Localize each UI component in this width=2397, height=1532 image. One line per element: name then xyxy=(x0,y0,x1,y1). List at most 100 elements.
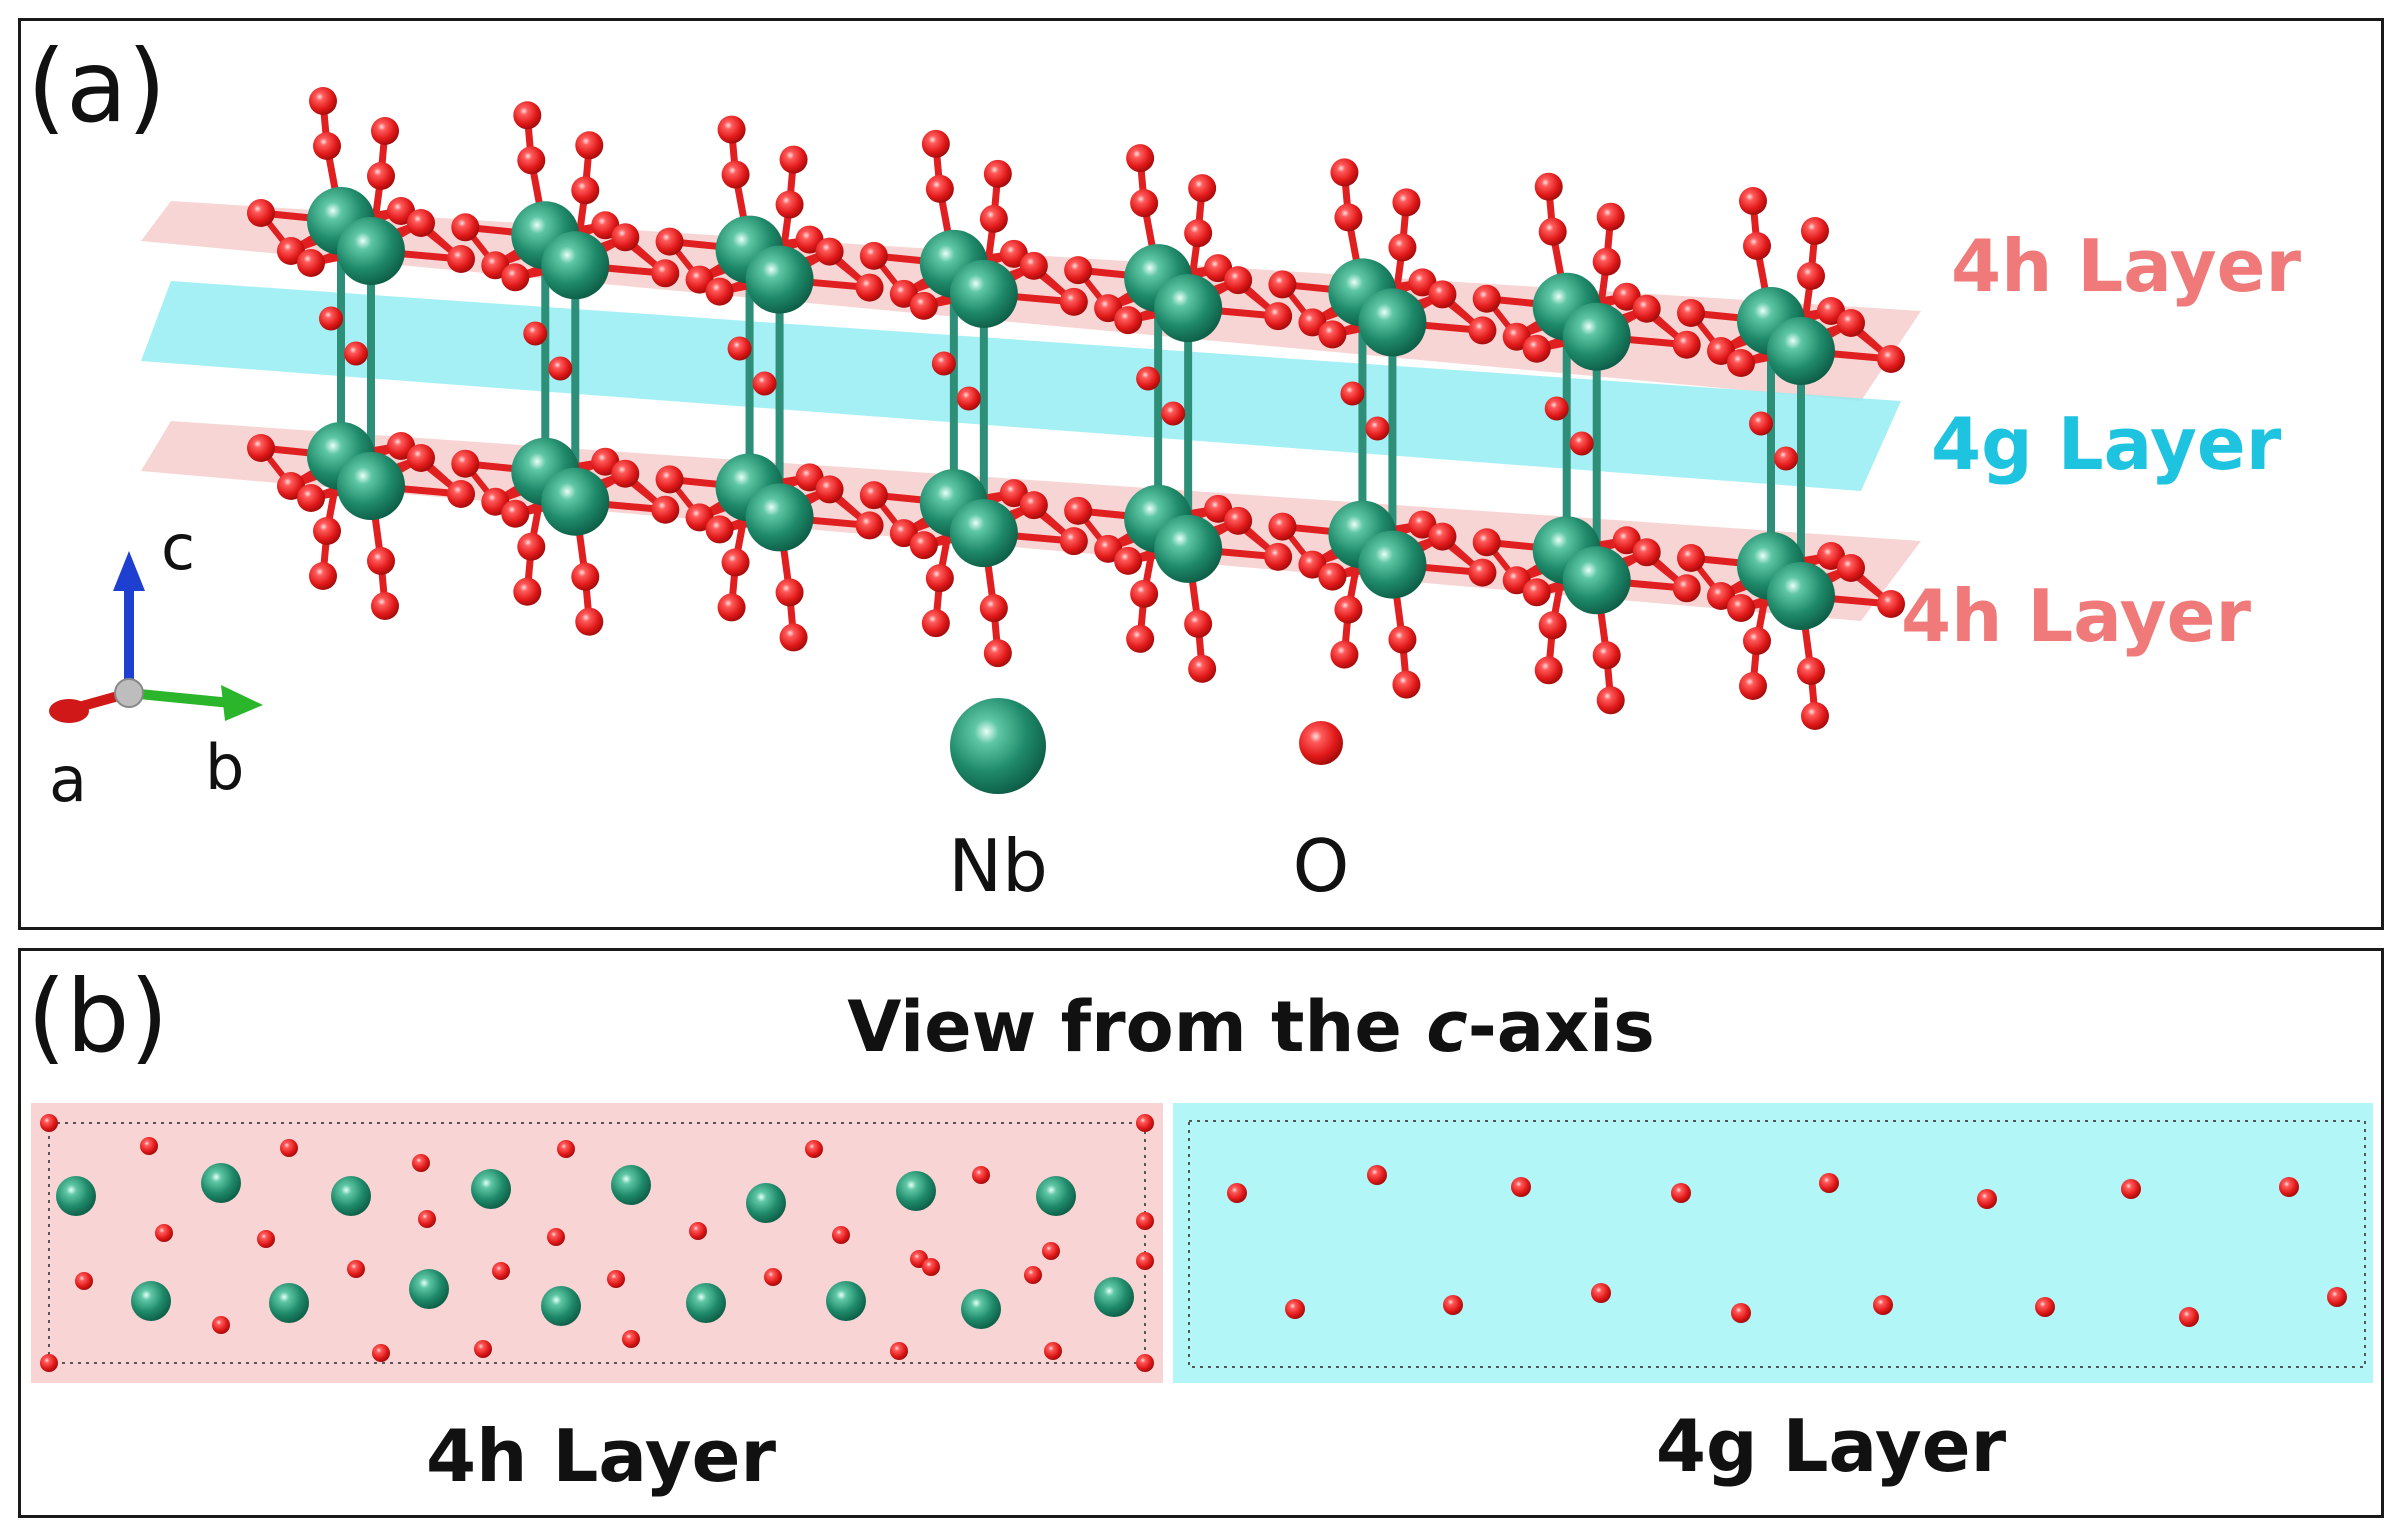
unit-cell-4h xyxy=(48,1122,1146,1364)
o-atom xyxy=(1877,590,1905,618)
o-atom xyxy=(1671,1183,1691,1203)
o-atom xyxy=(1318,562,1347,591)
o-atom xyxy=(501,263,530,292)
legend-o-label: O xyxy=(1293,824,1350,908)
legend-o-atom-icon xyxy=(1299,721,1343,765)
o-atom xyxy=(371,117,399,145)
nb-atom xyxy=(686,1283,726,1323)
o-atom xyxy=(1544,396,1569,421)
o-atom xyxy=(313,132,341,160)
crystal-structure-view: (a) 4h Layer 4g Layer 4h Layer c a b Nb … xyxy=(27,28,2301,908)
nb-atom xyxy=(56,1176,96,1216)
o-atom xyxy=(1538,611,1567,640)
o-atom xyxy=(1977,1189,1997,1209)
o-atom xyxy=(1184,609,1213,638)
o-atom xyxy=(655,465,684,494)
o-atom xyxy=(1340,381,1365,406)
nb-atom xyxy=(1036,1176,1076,1216)
o-atom xyxy=(571,562,600,591)
o-atom xyxy=(1114,546,1143,575)
o-atom xyxy=(513,101,542,130)
nb-atom xyxy=(1767,317,1835,385)
nb-atom xyxy=(1094,1277,1134,1317)
o-atom xyxy=(721,160,750,189)
projection-4h-atoms xyxy=(40,1114,1154,1372)
o-atom xyxy=(1801,217,1829,245)
o-atom xyxy=(367,547,395,575)
o-atom xyxy=(922,1258,940,1276)
nb-atom xyxy=(1154,514,1223,583)
o-atom xyxy=(1819,1173,1839,1193)
o-atom xyxy=(557,1140,575,1158)
o-atom xyxy=(815,475,844,504)
a-axis-arrow-icon xyxy=(49,699,89,723)
o-atom xyxy=(447,245,475,273)
b-axis-arrow-icon xyxy=(221,685,263,721)
view-title: View from the c-axis xyxy=(847,986,1655,1068)
o-atom xyxy=(257,1230,275,1248)
nb-atom xyxy=(541,231,610,300)
o-atom xyxy=(855,511,884,540)
o-atom xyxy=(779,623,808,652)
o-atom xyxy=(1632,538,1661,567)
o-atom xyxy=(313,517,341,545)
o-atom xyxy=(1224,506,1253,535)
o-atom xyxy=(451,449,480,478)
nb-atom xyxy=(269,1283,309,1323)
label-4g: 4g Layer xyxy=(1931,402,2282,486)
o-atom xyxy=(1743,232,1771,260)
panel-a: (a) 4h Layer 4g Layer 4h Layer c a b Nb … xyxy=(18,18,2384,930)
o-atom xyxy=(832,1226,850,1244)
o-atom xyxy=(1672,574,1701,603)
o-atom xyxy=(931,351,956,376)
axis-label-b: b xyxy=(205,731,244,804)
o-atom xyxy=(1727,594,1755,622)
o-atom xyxy=(1114,306,1143,335)
o-atom xyxy=(1285,1299,1305,1319)
legend-nb-atom-icon xyxy=(950,698,1046,794)
o-atom xyxy=(247,434,275,462)
o-atom xyxy=(1064,496,1093,525)
o-atom xyxy=(1268,512,1297,541)
o-atom xyxy=(752,371,777,396)
o-atom xyxy=(775,190,804,219)
nb-atom xyxy=(471,1169,511,1209)
o-atom xyxy=(1367,1165,1387,1185)
o-atom xyxy=(775,578,804,607)
o-atom xyxy=(979,204,1008,233)
o-atom xyxy=(1161,401,1186,426)
o-atom xyxy=(1184,219,1213,248)
nb-atom xyxy=(1562,302,1631,371)
o-atom xyxy=(319,306,343,331)
nb-atom xyxy=(1358,530,1427,599)
o-atom xyxy=(1334,595,1363,624)
o-atom xyxy=(2121,1179,2141,1199)
o-atom xyxy=(651,259,680,288)
nb-atom xyxy=(1562,546,1631,615)
o-atom xyxy=(418,1210,436,1228)
axis-label-c: c xyxy=(161,511,195,584)
o-atom xyxy=(979,594,1008,623)
o-atom xyxy=(372,1344,390,1362)
o-atom xyxy=(655,227,684,256)
panel-a-letter: (a) xyxy=(27,28,166,145)
o-atom xyxy=(1837,309,1865,337)
o-atom xyxy=(474,1340,492,1358)
o-atom xyxy=(575,607,604,636)
o-atom xyxy=(412,1154,430,1172)
c-axis-projection-view: (b) View from the c-axis 4h Layer 4g Lay… xyxy=(27,958,2373,1498)
o-atom xyxy=(1522,334,1551,363)
nb-atom xyxy=(1154,274,1223,343)
o-atom xyxy=(1044,1342,1062,1360)
o-atom xyxy=(1365,416,1390,441)
o-atom xyxy=(75,1272,93,1290)
o-atom xyxy=(1019,251,1048,280)
o-atom xyxy=(2179,1307,2199,1327)
o-atom xyxy=(1592,641,1621,670)
o-atom xyxy=(2327,1287,2347,1307)
o-atom xyxy=(1136,1212,1154,1230)
o-atom xyxy=(1024,1266,1042,1284)
o-atom xyxy=(1632,294,1661,323)
nb-atom xyxy=(541,1286,581,1326)
label-4h-bottom: 4h Layer xyxy=(1901,574,2251,658)
